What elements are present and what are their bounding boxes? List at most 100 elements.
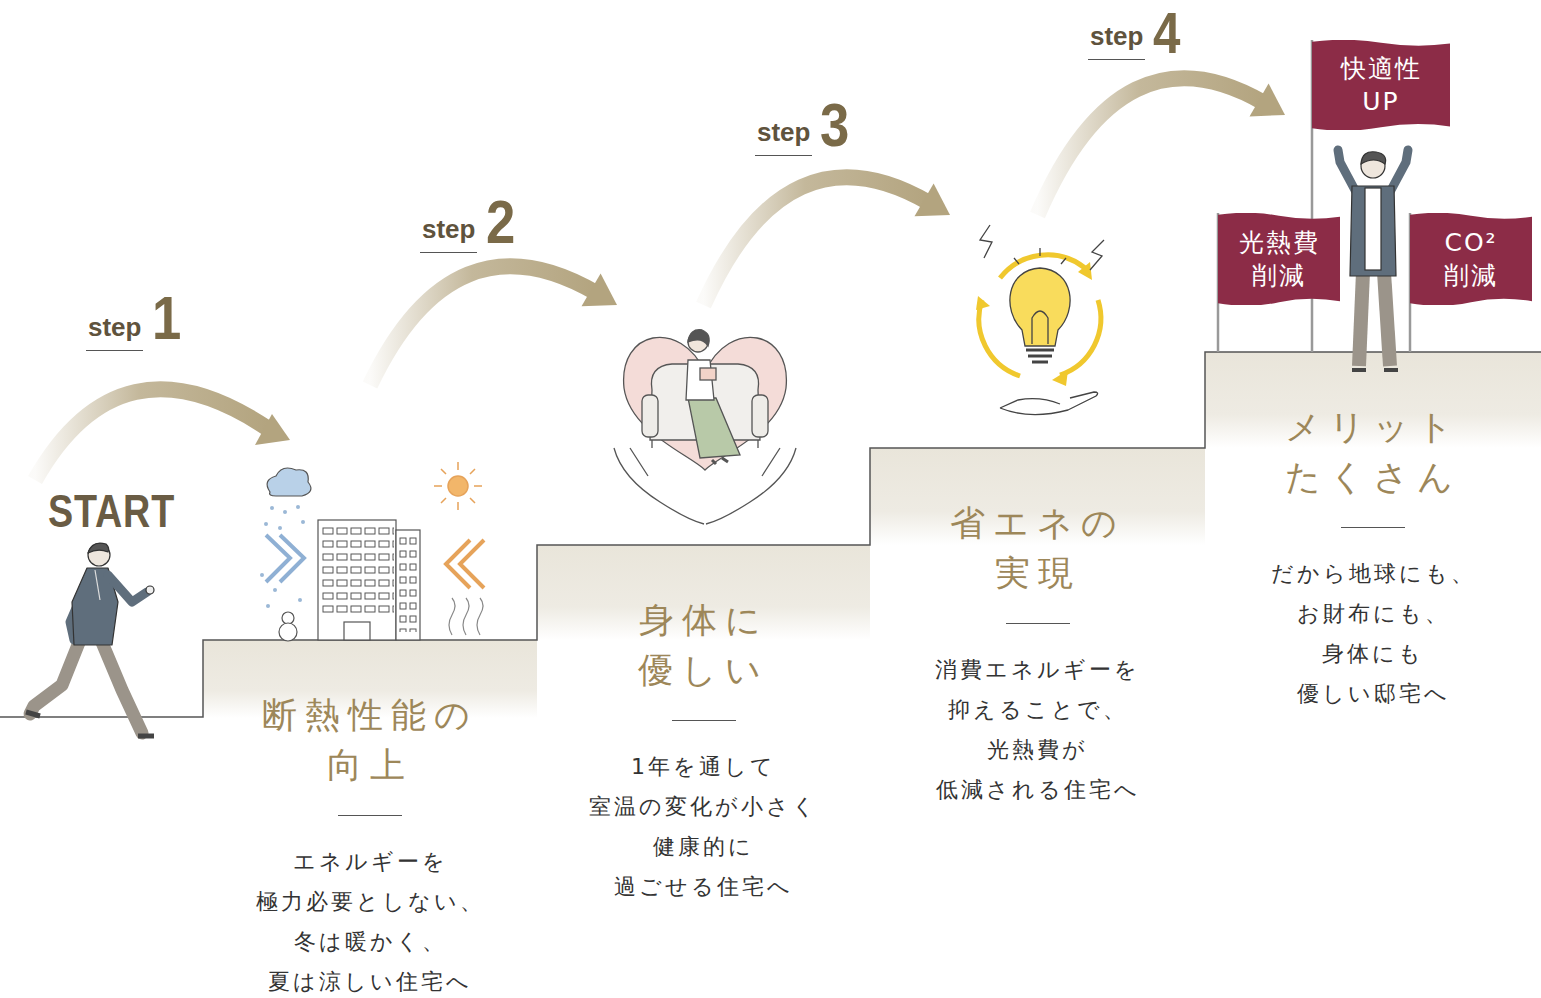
drawing-part: [320, 526, 394, 618]
drawing-part: [712, 458, 728, 464]
flag-shape: [1410, 213, 1532, 305]
drawing-part: [88, 544, 110, 566]
drawing-part: [296, 505, 300, 509]
drawing-part: [318, 520, 396, 640]
step-number: 1: [152, 286, 181, 350]
drawing-part: [1361, 152, 1386, 164]
drawing-part: [396, 530, 420, 640]
stair-step: 身体に 優しい 1年を通して 室温の変化が小さく 健康的に 過ごせる住宅へ: [537, 305, 870, 907]
drawing-part: [88, 543, 109, 553]
drawing-part: [270, 506, 274, 510]
insulated-building: [260, 462, 484, 641]
drawing-part: [255, 414, 290, 445]
energy-bulb: [976, 225, 1104, 415]
step-word: step: [86, 312, 143, 351]
drawing-part: [980, 225, 992, 258]
step-arrow: [370, 266, 617, 385]
arrow-shaft: [1038, 78, 1265, 215]
drawing-part: [278, 526, 282, 530]
drawing-part: [1052, 370, 1068, 386]
step-word: step: [1088, 21, 1145, 60]
drawing-part: [1350, 186, 1396, 276]
drawing-part: [700, 368, 716, 380]
drawing-part: [642, 395, 658, 437]
arrow-shaft: [704, 177, 930, 305]
step-heading: メリット たくさん: [1285, 402, 1461, 502]
step-heading: 断熱性能の 向上: [262, 690, 478, 790]
drawing-part: [267, 468, 311, 496]
drawing-part: [30, 640, 80, 714]
step-word: step: [420, 214, 477, 253]
step-heading: 省エネの 実現: [950, 498, 1125, 598]
step-heading: 身体に 優しい: [638, 595, 769, 695]
cheering-man: [1338, 150, 1408, 370]
flag-shape: [1312, 40, 1450, 130]
drawing-part: [1352, 368, 1398, 372]
drawing-part: [614, 448, 704, 524]
arrow-head: [1250, 84, 1285, 117]
drawing-part: [1078, 262, 1092, 280]
drawing-part: [1010, 268, 1070, 346]
drawing-part: [1000, 392, 1098, 415]
step-description: エネルギーを 極力必要としない、 冬は暖かく、 夏は涼しい住宅へ: [256, 842, 485, 998]
drawing-part: [1384, 272, 1390, 366]
drawing-part: [283, 510, 287, 514]
drawing-part: [630, 448, 780, 476]
drawing-part: [101, 640, 142, 733]
drawing-part: [448, 476, 468, 496]
flag-cloth: [1218, 213, 1340, 305]
drawing-part: [706, 448, 796, 524]
step-description: だから地球にも、 お財布にも、 身体にも 優しい邸宅へ: [1271, 554, 1476, 714]
drawing-part: [95, 570, 100, 600]
drawing-part: [35, 389, 267, 480]
step-word: step: [755, 117, 812, 156]
drawing-part: [260, 505, 305, 608]
drawing-part: [138, 734, 154, 739]
arrow-head: [915, 183, 950, 216]
stair-step: メリット たくさんだから地球にも、 お財布にも、 身体にも 優しい邸宅へ: [1205, 115, 1541, 714]
step-description: 1年を通して 室温の変化が小さく 健康的に 過ごせる住宅へ: [589, 747, 818, 907]
step-description: 消費エネルギーを 抑えることで、 光熱費が 低減される住宅へ: [935, 650, 1140, 810]
flag-cloth: [1312, 40, 1450, 130]
step-arrow: [704, 177, 951, 305]
divider-rule: [1341, 527, 1405, 528]
drawing-part: [279, 623, 297, 641]
flag-banner: 快適性 UP: [1312, 40, 1450, 130]
drawing-part: [1359, 272, 1363, 366]
drawing-part: [449, 598, 483, 635]
arrow-head: [582, 274, 617, 307]
drawing-part: [26, 712, 40, 716]
drawing-part: [108, 575, 147, 602]
drawing-part: [434, 462, 482, 510]
drawing-part: [260, 573, 264, 577]
flag-text: 光熱費 削減: [1239, 226, 1320, 292]
drawing-part: [1365, 188, 1381, 270]
running-man: [26, 543, 154, 736]
step-number: 4: [1153, 3, 1180, 63]
step-number: 2: [486, 190, 515, 254]
stair-step: 省エネの 実現消費エネルギーを 抑えることで、 光熱費が 低減される住宅へ: [870, 215, 1205, 810]
step-arrow: [1038, 78, 1286, 215]
flag-banner: CO² 削減: [1410, 213, 1532, 305]
drawing-part: [1032, 311, 1048, 344]
drawing-part: [344, 622, 370, 640]
heart-woman: [614, 330, 796, 524]
divider-rule: [338, 815, 402, 816]
divider-rule: [1006, 623, 1070, 624]
start-arrow: [35, 389, 290, 480]
stair-fills: [203, 352, 1541, 718]
drawing-part: [146, 586, 154, 594]
drawing-part: [1090, 240, 1104, 270]
drawing-part: [298, 598, 302, 602]
drawing-part: [976, 296, 990, 310]
flag-text: CO² 削減: [1444, 226, 1498, 292]
flag-cloth: [1410, 213, 1532, 305]
drawing-part: [1014, 248, 1066, 264]
arrow-shaft: [370, 266, 596, 385]
drawing-part: [273, 588, 277, 592]
flag-banner: 光熱費 削減: [1218, 213, 1340, 305]
drawing-part: [688, 330, 709, 346]
